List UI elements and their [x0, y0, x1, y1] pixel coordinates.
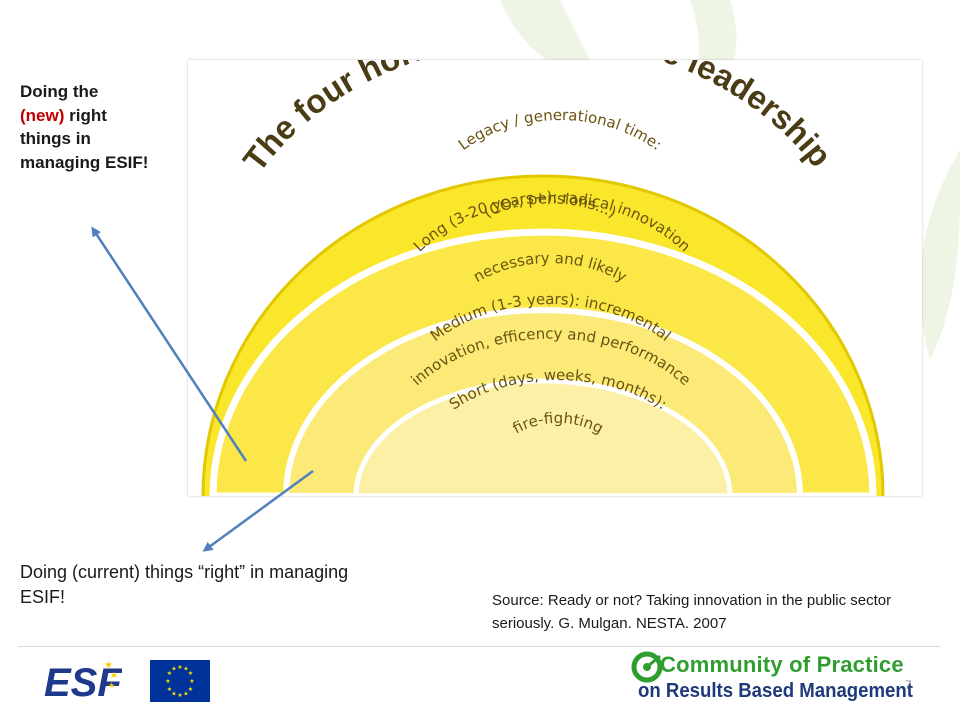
svg-text:★: ★ [188, 670, 193, 677]
svg-text:★: ★ [104, 660, 113, 671]
source-citation: Source: Ready or not? Taking innovation … [492, 592, 892, 632]
svg-text:★: ★ [188, 686, 193, 693]
svg-text:★: ★ [171, 691, 176, 698]
callout-new-right-things: Doing the (new) right things in managing… [20, 80, 160, 174]
esf-logo: ESF ★ ★ ★ [44, 660, 122, 702]
svg-text:★: ★ [189, 678, 194, 685]
callout-current-things: Doing (current) things “right” in managi… [20, 562, 349, 607]
footer-divider [18, 646, 940, 647]
svg-text:★: ★ [171, 666, 176, 673]
esf-logo-text: ESF [44, 661, 122, 702]
svg-text:★: ★ [183, 691, 188, 698]
horizons-diagram: The four horizons of effective leadershi… [201, 60, 885, 496]
svg-text:★: ★ [177, 692, 182, 699]
cop-logo-line2: on Results Based Management [638, 680, 913, 702]
cop-logo-line1: Community of Practice [660, 652, 904, 677]
svg-text:★: ★ [165, 678, 170, 685]
horizon-band-legacy-edge [201, 174, 885, 496]
callout-top-part1: Doing the [20, 82, 99, 101]
svg-text:★: ★ [183, 666, 188, 673]
cop-logo-icon [631, 651, 663, 683]
page-number: 7 [905, 678, 912, 692]
eu-flag-icon: ★ ★ ★ ★ ★ ★ ★ ★ ★ ★ ★ ★ [150, 660, 210, 702]
svg-text:★: ★ [108, 681, 115, 690]
arrow-to-new-right-things [91, 226, 248, 462]
svg-text:★: ★ [110, 670, 118, 680]
svg-text:★: ★ [177, 664, 182, 671]
horizon-band-short [353, 378, 733, 496]
svg-text:★: ★ [167, 670, 172, 677]
callout-top-highlight: (new) [20, 105, 65, 125]
svg-text:★: ★ [167, 686, 172, 693]
esf-logo-stars: ★ ★ ★ [104, 660, 118, 690]
callout-top-part2: right things in managing ESIF! [20, 105, 149, 172]
arrow-to-current-things [202, 469, 314, 552]
